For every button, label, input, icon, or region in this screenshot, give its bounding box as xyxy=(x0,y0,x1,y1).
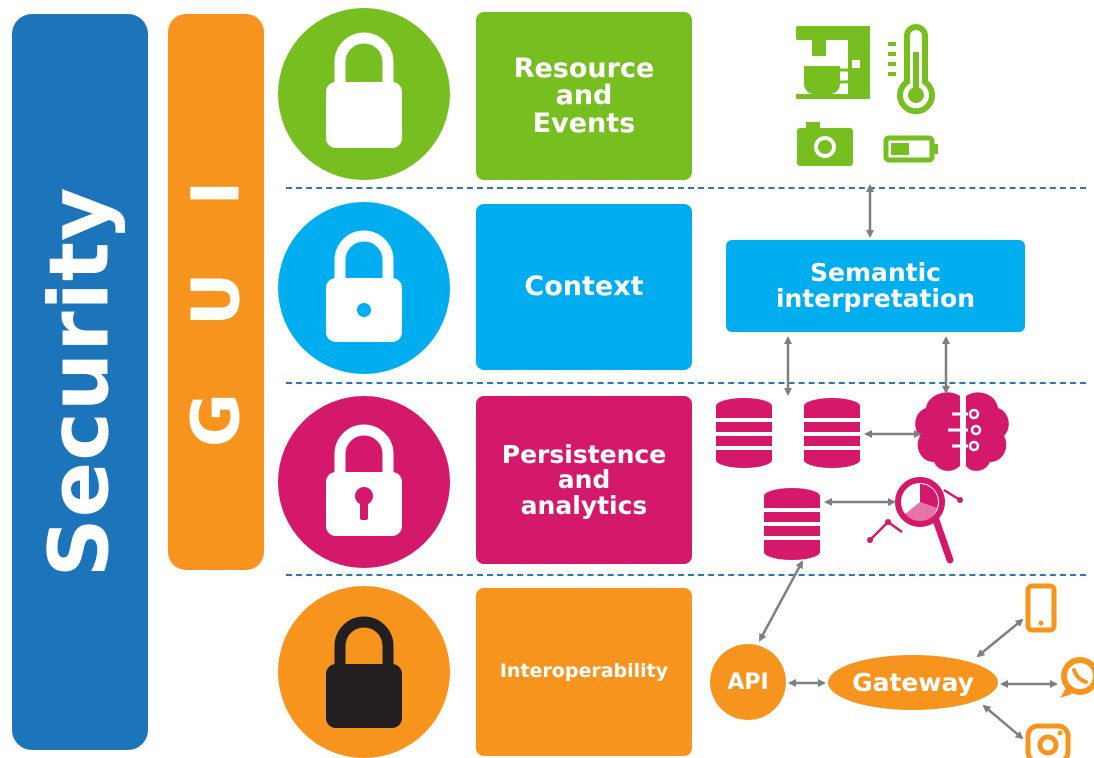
arrow-db-api xyxy=(758,560,804,642)
lock-closed-icon xyxy=(326,616,402,728)
layer-context: Context xyxy=(476,204,692,370)
gateway-label: Gateway xyxy=(852,668,974,697)
layer-context-label: Context xyxy=(524,271,644,303)
thermometer-icon xyxy=(888,24,935,115)
smartphone-icon xyxy=(1025,583,1057,633)
lock-circle-resource xyxy=(278,8,450,180)
layer-resource-line1: Resource xyxy=(513,52,655,84)
layer-resource-line3: Events xyxy=(532,107,636,139)
divider-3 xyxy=(286,574,1086,576)
database-icon xyxy=(804,398,860,468)
instagram-icon xyxy=(1025,723,1071,758)
layer-persistence-line2: and xyxy=(557,465,611,495)
gui-bar: G U I xyxy=(168,14,264,570)
api-label: API xyxy=(727,669,769,695)
security-bar: Security xyxy=(12,14,148,750)
divider-1 xyxy=(286,187,1086,189)
brain-icon xyxy=(915,392,1009,471)
gateway-node: Gateway xyxy=(828,655,998,710)
arrow-gateway-phone xyxy=(976,618,1024,658)
analytics-magnifier-icon xyxy=(867,477,963,564)
layer-interoperability: Interoperability xyxy=(476,588,692,756)
arrow-gateway-instagram xyxy=(982,704,1024,740)
layer-persistence-line1: Persistence xyxy=(501,439,667,469)
connector-arrows xyxy=(758,184,1058,740)
lock-dot-icon xyxy=(326,230,402,342)
semantic-line2: interpretation xyxy=(775,284,976,313)
layer-persistence-line3: analytics xyxy=(520,490,648,520)
lock-open-icon xyxy=(326,32,402,148)
battery-icon xyxy=(883,135,938,163)
semantic-interpretation-box: Semantic interpretation xyxy=(726,240,1025,332)
database-icon xyxy=(716,398,772,468)
semantic-line1: Semantic xyxy=(809,257,942,287)
layer-resource-events: Resource and Events xyxy=(476,12,692,180)
camera-icon xyxy=(797,122,853,166)
layer-persistence-analytics: Persistence and analytics xyxy=(476,396,692,564)
lock-circle-context xyxy=(278,202,450,374)
coffee-machine-icon xyxy=(796,26,870,99)
database-icon xyxy=(764,488,820,560)
layer-interop-label: Interoperability xyxy=(499,660,669,683)
api-node: API xyxy=(710,644,786,720)
layer-resource-line2: and xyxy=(555,80,613,112)
lock-circle-persistence xyxy=(278,396,450,568)
whatsapp-icon xyxy=(1060,657,1094,698)
lock-circle-interop xyxy=(278,586,450,758)
divider-2 xyxy=(286,382,1086,384)
lock-keyhole-icon xyxy=(326,424,402,536)
